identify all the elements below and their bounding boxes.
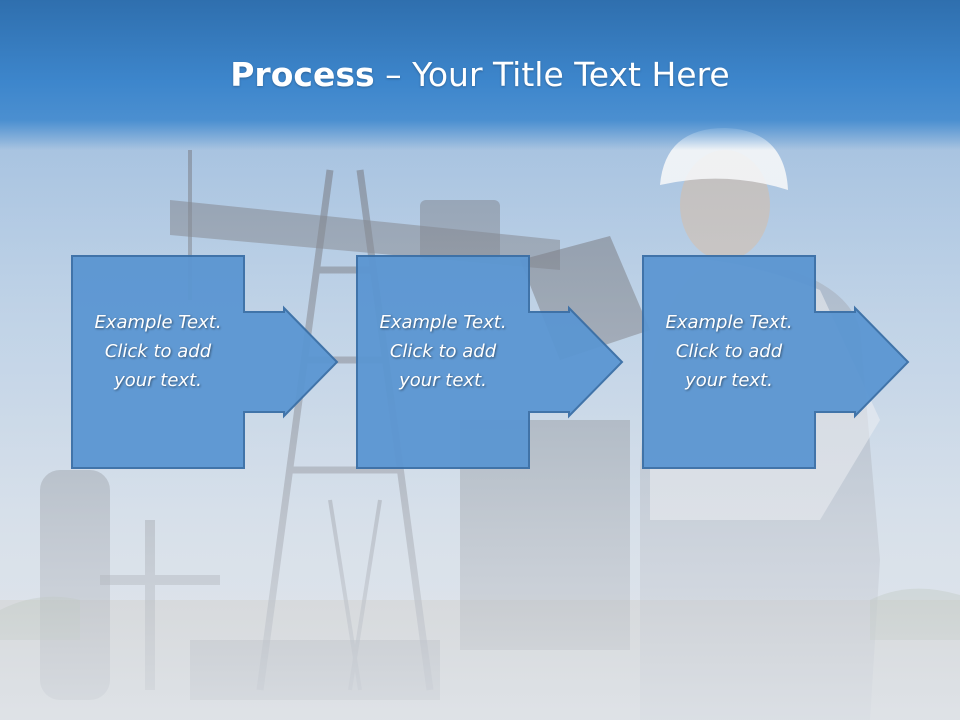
arrow-box-shape [356,255,624,469]
step-text[interactable]: Example Text. Click to add your text. [72,308,244,395]
arrow-box-shape [71,255,339,469]
title-band [0,0,960,150]
step-text-line: Example Text. [94,312,222,333]
step-text[interactable]: Example Text. Click to add your text. [357,308,529,395]
title-bold: Process [230,55,375,94]
step-text-line: Click to add [104,341,212,362]
step-text-line: Example Text. [379,312,507,333]
step-text-line: Click to add [389,341,497,362]
step-text-line: your text. [685,370,773,391]
step-text[interactable]: Example Text. Click to add your text. [643,308,815,395]
step-text-line: Example Text. [665,312,793,333]
title-rest: – Your Title Text Here [374,55,730,94]
step-text-line: your text. [114,370,202,391]
arrow-box-shape [642,255,910,469]
slide-title[interactable]: Process – Your Title Text Here [0,54,960,96]
step-text-line: Click to add [675,341,783,362]
step-text-line: your text. [399,370,487,391]
